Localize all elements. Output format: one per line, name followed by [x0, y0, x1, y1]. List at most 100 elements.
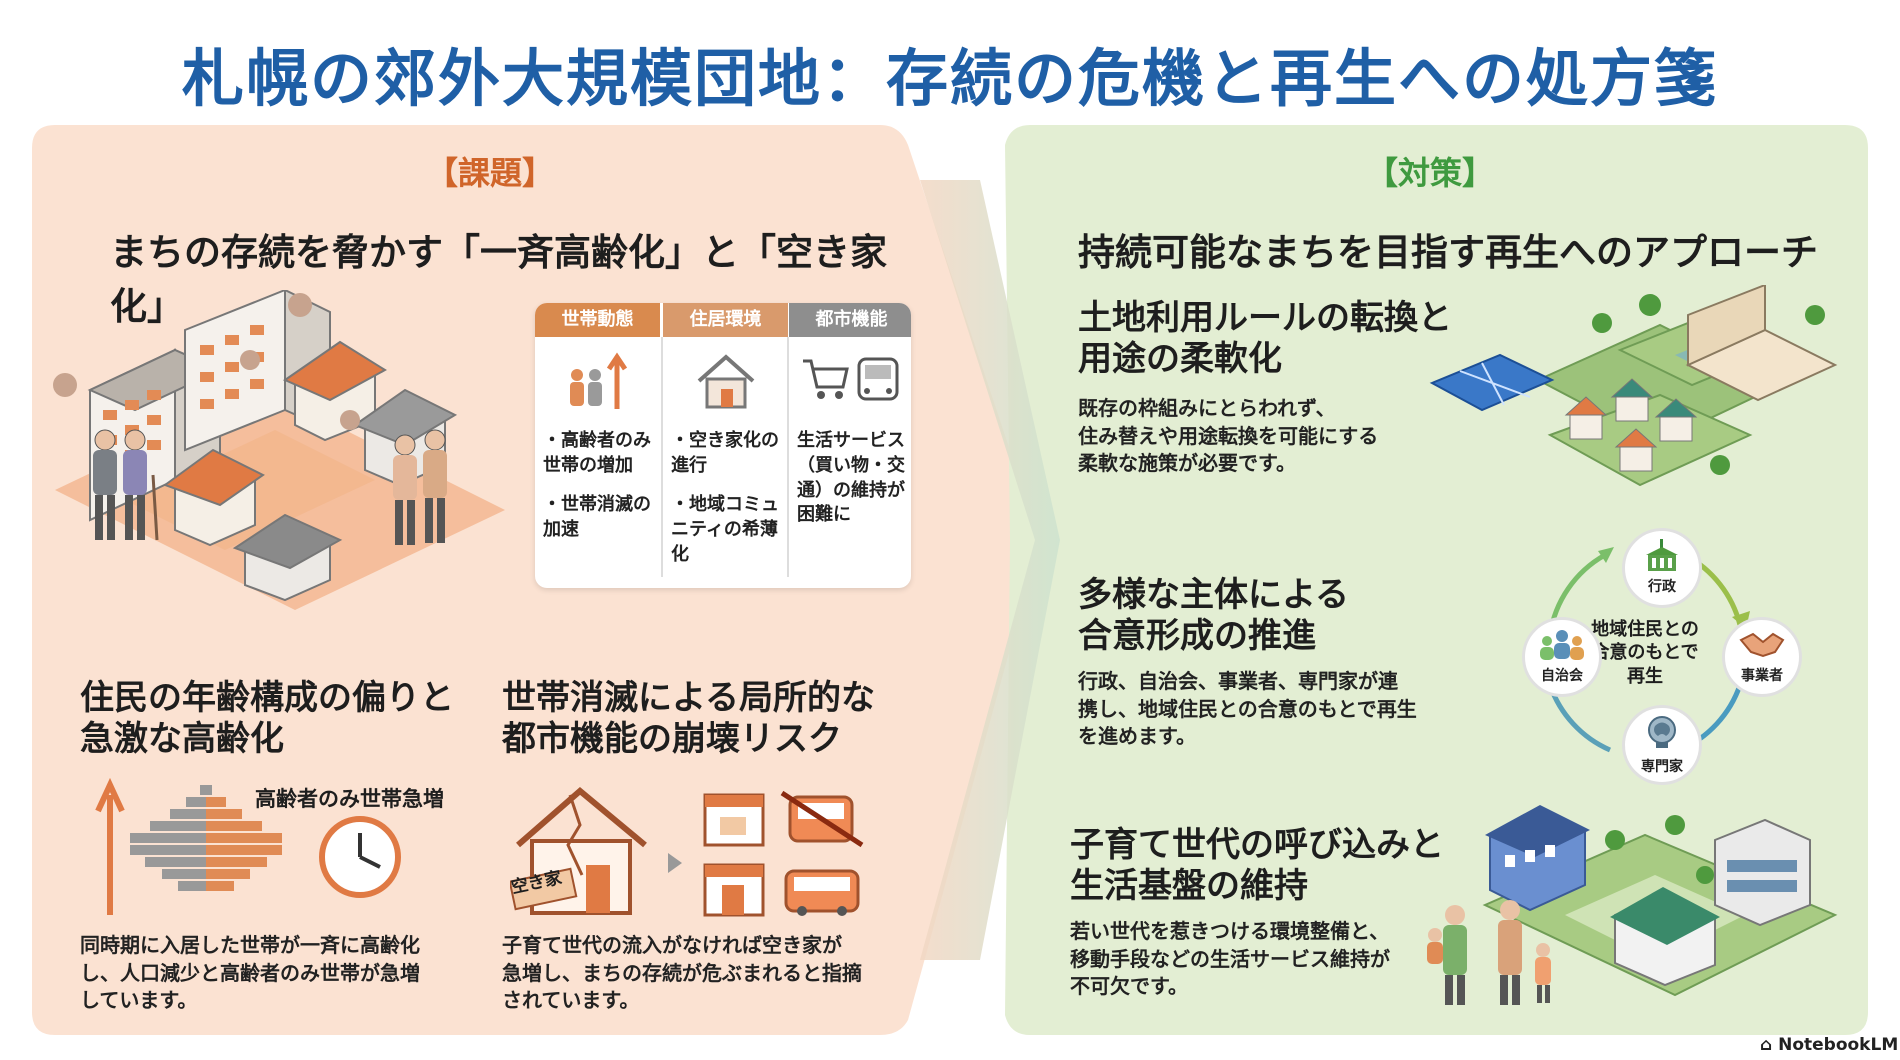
issue1-body: 同時期に入居した世帯が一斉に高齢化 し、人口減少と高齢者のみ世帯が急増 していま…	[80, 932, 490, 1015]
issue1-heading: 住民の年齢構成の偏りと 急激な高齢化	[80, 678, 500, 761]
cycle-node-community: 自治会	[1522, 617, 1602, 697]
issue1-body-line: しています。	[80, 988, 198, 1013]
house-icon	[162, 448, 265, 547]
government-building-icon	[1646, 539, 1678, 571]
house-icon	[1564, 396, 1608, 440]
arrow-icon	[668, 853, 682, 873]
issue1-heading-line: 急激な高齢化	[80, 719, 284, 760]
measures-tag: 【対策】	[1365, 154, 1494, 192]
population-pyramid-icon	[130, 785, 282, 891]
node-label: 事業者	[1741, 668, 1783, 684]
issue2-body: 子育て世代の流入がなければ空き家が 急増し、まちの存続が危ぶまれると指摘 されて…	[502, 932, 892, 1015]
measure1-heading-line: 用途の柔軟化	[1078, 339, 1282, 380]
measure3-heading-line: 子育て世代の呼び込みと	[1070, 825, 1444, 865]
cycle-center-line: 地域住民との	[1591, 619, 1699, 640]
family-town-illustration	[1427, 805, 1838, 1005]
shop-icon	[703, 863, 765, 917]
cycle-center-line: 再生	[1627, 665, 1663, 687]
issue1-heading-line: 住民の年齢構成の偏りと	[80, 678, 454, 718]
community-center-icon	[1610, 887, 1720, 987]
measure2-heading-line: 多様な主体による	[1078, 575, 1349, 615]
brain-head-icon	[1648, 716, 1676, 748]
measure3-body-line: 不可欠です。	[1070, 974, 1188, 999]
household-people-arrow-icon	[570, 352, 628, 409]
house-icon	[1614, 428, 1658, 472]
measure3-body: 若い世代を惹きつける環境整備と、 移動手段などの生活サービス維持が 不可欠です。	[1070, 918, 1430, 1001]
table-column-housing: 住居環境 ・空き家化の進行 ・地域コミュニティの希薄化	[663, 303, 788, 588]
table-header: 住居環境	[663, 303, 788, 337]
issue2-heading-line: 都市機能の崩壊リスク	[502, 719, 842, 760]
node-label: 自治会	[1541, 668, 1583, 684]
table-column-household: 世帯動態 ・高齢者のみ世帯の増加 ・世帯消滅の加速	[535, 303, 660, 588]
age-pyramid-illustration	[95, 777, 401, 915]
bus-icon	[784, 869, 860, 916]
issue1-body-line: し、人口減少と高齢者のみ世帯が急増	[80, 960, 420, 985]
measure1-body-line: 柔軟な施策が必要です。	[1078, 451, 1296, 476]
issue2-body-line: されています。	[502, 988, 640, 1013]
measures-heading: 持続可能なまちを目指す再生へのアプローチ	[1078, 231, 1818, 274]
measure2-body-line: を進めます。	[1078, 724, 1196, 749]
handshake-icon	[1739, 632, 1785, 658]
measure2-body-line: 行政、自治会、事業者、専門家が連	[1078, 669, 1398, 693]
node-label: 行政	[1648, 579, 1676, 595]
elderly-person-icon	[93, 429, 117, 540]
measure3-heading: 子育て世代の呼び込みと 生活基盤の維持	[1070, 825, 1470, 908]
bus-crossed-icon	[780, 790, 864, 848]
cycle-node-business: 事業者	[1722, 617, 1802, 697]
measure3-heading-line: 生活基盤の維持	[1070, 866, 1308, 907]
table-cell: 生活サービス（買い物・交通）の維持が困難に	[797, 430, 905, 526]
elderly-person-icon	[123, 429, 159, 541]
table-cell: ・高齢者のみ世帯の増加	[543, 430, 651, 476]
measure1-heading-line: 土地利用ルールの転換と	[1078, 298, 1452, 338]
clock-icon	[319, 816, 401, 898]
up-arrow-icon	[95, 777, 125, 915]
family-icon	[1427, 900, 1551, 1005]
issue-summary-table: 世帯動態 ・高齢者のみ世帯の増加 ・世帯消滅の加速 住居環境 ・空き家化の進行 …	[535, 303, 911, 588]
measure2-heading: 多様な主体による 合意形成の推進	[1078, 575, 1478, 658]
issue2-heading-line: 世帯消滅による局所的な	[502, 678, 875, 718]
measure3-body-line: 若い世代を惹きつける環境整備と、	[1070, 919, 1390, 943]
measure1-heading: 土地利用ルールの転換と 用途の柔軟化	[1078, 298, 1478, 381]
notebook-logo-icon: ⌂	[1760, 1035, 1779, 1055]
elderly-person-icon	[393, 434, 417, 545]
house-icon	[232, 513, 343, 602]
measure1-body-line: 既存の枠組みにとらわれず、	[1078, 396, 1336, 420]
node-label: 専門家	[1641, 759, 1683, 775]
cart-bus-icon	[803, 357, 899, 401]
house-icon	[1654, 398, 1698, 442]
house-icon	[697, 354, 755, 409]
issue2-body-line: 急増し、まちの存続が危ぶまれると指摘	[502, 960, 862, 985]
measure2-heading-line: 合意形成の推進	[1078, 616, 1316, 657]
table-cell: ・空き家化の進行	[671, 430, 779, 476]
shop-icon	[703, 793, 765, 847]
measure3-body-line: 移動手段などの生活サービス維持が	[1070, 946, 1390, 971]
cycle-center-line: 合意のもとで	[1591, 642, 1699, 664]
land-use-illustration	[1429, 285, 1838, 487]
issues-heading: まちの存続を脅かす「一斉高齢化」と「空き家化」	[110, 231, 887, 328]
issue2-body-line: 子育て世代の流入がなければ空き家が	[502, 933, 842, 957]
table-header: 世帯動態	[535, 303, 660, 337]
measure2-body: 行政、自治会、事業者、専門家が連 携し、地域住民との合意のもとで再生 を進めます…	[1078, 668, 1448, 751]
issue2-heading: 世帯消滅による局所的な 都市機能の崩壊リスク	[502, 678, 902, 761]
table-header: 都市機能	[789, 303, 911, 337]
school-building-icon	[1485, 805, 1590, 912]
measure1-body: 既存の枠組みにとらわれず、 住み替えや用途転換を可能にする 柔軟な施策が必要です…	[1078, 395, 1438, 478]
aging-neighborhood-illustration	[53, 290, 505, 610]
table-column-urban: 都市機能 生活サービス（買い物・交通）の維持が困難に	[789, 303, 911, 588]
pyramid-label: 高齢者のみ世帯急増	[255, 787, 444, 811]
vacant-house-illustration	[510, 787, 864, 917]
measure1-body-line: 住み替えや用途転換を可能にする	[1078, 423, 1379, 448]
table-cell: ・世帯消滅の加速	[543, 494, 651, 540]
house-icon	[1610, 378, 1654, 422]
office-building-icon	[1714, 818, 1811, 927]
office-room-icon	[1685, 285, 1838, 402]
footer-text: NotebookLM	[1778, 1035, 1899, 1055]
elderly-person-icon	[423, 429, 447, 543]
measure2-body-line: 携し、地域住民との合意のもとで再生	[1078, 696, 1417, 721]
page-title: 札幌の郊外大規模団地：存続の危機と再生への処方箋	[181, 42, 1718, 115]
issues-tag: 【課題】	[425, 154, 554, 192]
cycle-center-text: 地域住民との 合意のもとで 再生	[1560, 618, 1730, 688]
footer-brand: ⌂ NotebookLM	[1760, 1035, 1898, 1055]
table-cell: ・地域コミュニティの希薄化	[671, 494, 779, 565]
cycle-node-government: 行政	[1622, 528, 1702, 608]
